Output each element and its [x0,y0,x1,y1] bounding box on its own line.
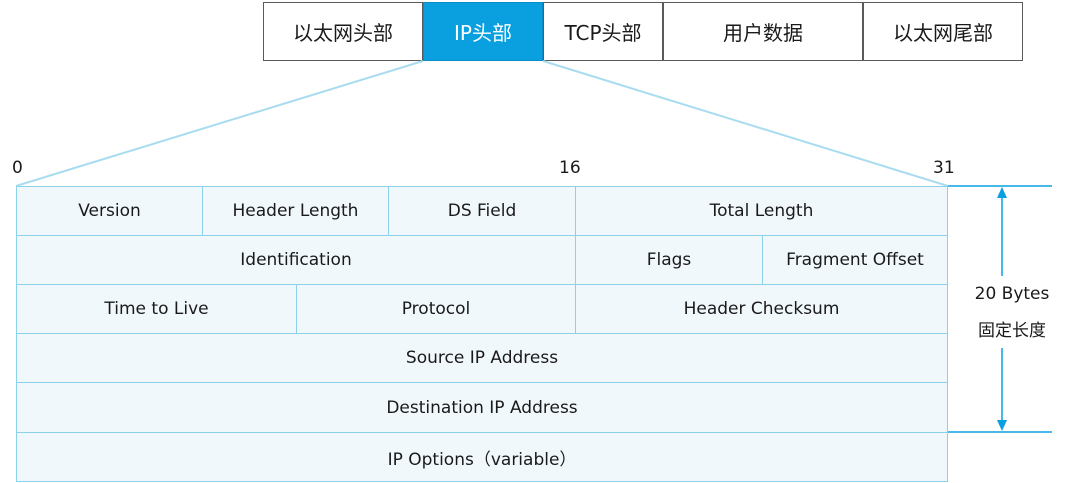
size-note-fixed-length: 固定长度 [978,321,1046,341]
field-destination-ip-address: Destination IP Address [16,382,948,433]
field-header-checksum: Header Checksum [575,284,948,334]
size-arrow-up-icon [997,187,1007,198]
bit-position-31: 31 [933,158,955,178]
field-flags: Flags [575,235,763,285]
field-protocol: Protocol [296,284,576,334]
bit-position-0: 0 [12,158,23,178]
frame-segment-ip-header: IP头部 [423,2,543,61]
frame-segment-ethernet-header: 以太网头部 [263,2,423,61]
field-source-ip-address: Source IP Address [16,333,948,383]
frame-segment-user-data: 用户数据 [663,2,863,61]
field-header-length: Header Length [202,186,389,236]
field-identification: Identification [16,235,576,285]
frame-segment-ethernet-trailer: 以太网尾部 [863,2,1023,61]
size-arrow-down-icon [997,420,1007,431]
field-fragment-offset: Fragment Offset [762,235,948,285]
expand-line-right [542,60,949,187]
field-total-length: Total Length [575,186,948,236]
field-ds-field: DS Field [388,186,576,236]
frame-segment-tcp-header: TCP头部 [543,2,663,61]
bit-position-16: 16 [559,158,581,178]
expand-line-left [15,60,424,187]
field-version: Version [16,186,203,236]
field-ip-options: IP Options（variable） [16,432,948,482]
field-time-to-live: Time to Live [16,284,297,334]
size-note-bytes: 20 Bytes [974,284,1050,304]
